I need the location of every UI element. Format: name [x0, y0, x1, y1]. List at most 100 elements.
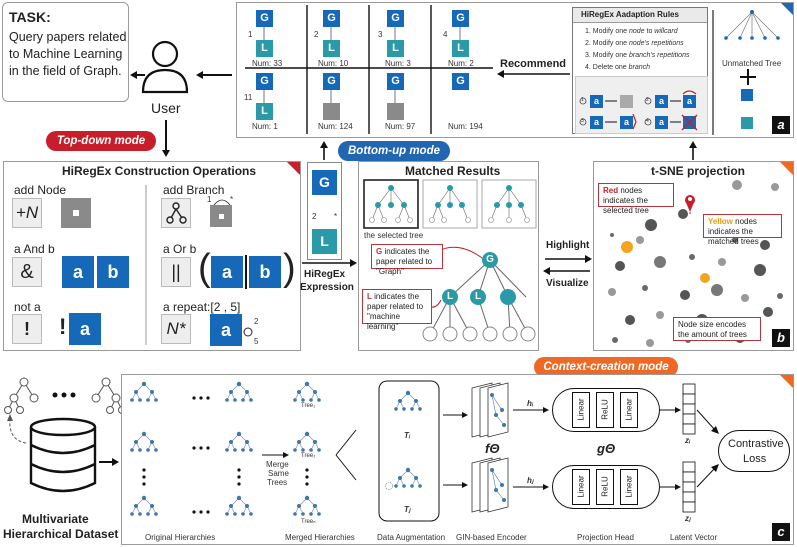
and-b-node: b: [97, 256, 129, 288]
branch-wildcard-dot: [219, 214, 224, 219]
task-line-1: Query papers related: [9, 30, 127, 44]
add-node-label: add Node: [14, 183, 67, 197]
grid-num-4: Num: 2: [448, 59, 474, 68]
panel-letter-c: c: [772, 523, 790, 541]
matched-g-node: G: [482, 252, 498, 268]
rule2-a-node-out: a: [683, 95, 696, 108]
expression-label-2: Expression: [300, 282, 354, 293]
data-augmentation-label: Data Augmentation: [377, 533, 446, 542]
rules-title: HiRegEx Aadaption Rules: [581, 10, 679, 19]
dataset-label-2: Hierarchical Dataset: [3, 527, 119, 541]
grid-num-3: Num: 3: [385, 59, 411, 68]
latent-vector-label: Latent Vector: [670, 533, 718, 542]
grid-cell-num-4: 4: [443, 30, 448, 39]
recommend-label: Recommend: [500, 58, 567, 70]
rule1-wildcard-node: [620, 95, 633, 108]
rules-title-bar: [573, 8, 707, 23]
matched-l-node-1: L: [442, 289, 458, 305]
user-icon: [141, 40, 189, 94]
expression-label-1: HiRegEx: [304, 269, 346, 280]
grid-g-node-2: G: [323, 10, 340, 27]
tsne-yellow-callout: Yellow nodes indicates the matched trees: [703, 214, 782, 246]
merge-label-2: Same: [268, 469, 289, 478]
construction-title: HiRegEx Construction Operations: [62, 164, 257, 178]
tsne-red-callout: Red nodes indicates the selected tree: [598, 183, 674, 215]
add-node-button[interactable]: +N: [12, 198, 42, 228]
not-button[interactable]: !: [12, 314, 42, 344]
context-creation-panel-c: c: [121, 374, 794, 545]
matched-results-title: Matched Results: [405, 164, 501, 178]
repeat-button[interactable]: N*: [161, 314, 191, 344]
treen-label: Treeₙ: [301, 519, 316, 525]
grid-num-2: Num: 10: [318, 59, 349, 68]
unmatched-tree-label: Unmatched Tree: [722, 59, 782, 68]
branch-num-star: *: [230, 195, 234, 204]
expression-g-node: G: [312, 170, 337, 195]
tree1-label: Tree₁: [301, 403, 316, 409]
proj-bottom-relu: [596, 469, 614, 505]
original-hierarchies-label: Original Hierarchies: [145, 533, 216, 542]
grid-cell-num-5: 11: [244, 93, 253, 102]
unmatched-g-node: [741, 89, 753, 101]
rule-1: 1. Modify one node to willcard: [585, 28, 678, 35]
proj-top-linear-2: [620, 392, 638, 428]
tree2-label: Tree₂: [301, 453, 316, 459]
hj-label: hⱼ: [527, 476, 534, 485]
or-button[interactable]: ||: [161, 257, 191, 287]
proj-top-linear-1: [572, 392, 590, 428]
tsne-title: t-SNE projection: [651, 164, 746, 178]
grid-num-1: Num: 33: [252, 59, 283, 68]
grid-l-node-2: L: [323, 40, 340, 57]
grid-l-node-1: L: [256, 40, 273, 57]
grid-num-7: Num: 97: [385, 122, 416, 131]
merge-label-3: Trees: [267, 478, 288, 487]
task-title: TASK:: [9, 9, 51, 25]
rule4-a-node: a: [655, 116, 668, 129]
projection-head-bottom: [552, 465, 660, 509]
or-label: a Or b: [163, 242, 197, 256]
or-paren-close: ): [283, 247, 296, 289]
corner-mark-red: [287, 162, 300, 175]
contrastive-loss-label-1: Contrastive: [728, 438, 784, 450]
merge-label-1: Merge: [266, 460, 289, 469]
add-branch-label: add Branch: [163, 183, 225, 197]
highlight-label: Highlight: [546, 240, 590, 251]
and-button[interactable]: &: [12, 257, 42, 287]
panel-letter-b: b: [772, 329, 790, 347]
rule-3: 3. Modify one branch's repetitions: [585, 52, 690, 59]
or-bar: [245, 255, 247, 289]
rule-op-3: 3: [581, 118, 584, 124]
grid-cell-num-3: 3: [378, 30, 383, 39]
corner-mark-orange: [780, 162, 793, 175]
or-paren-open: (: [198, 247, 211, 289]
contrastive-loss-label-2: Loss: [743, 453, 767, 465]
grid-g-node-8: G: [452, 73, 469, 90]
grid-cell-num-1: 1: [248, 30, 253, 39]
grid-g-node-6: G: [323, 73, 340, 90]
wildcard-dot: [73, 210, 79, 216]
proj-bottom-linear-2: [620, 469, 638, 505]
rule-op-1: 1: [581, 97, 584, 103]
not-symbol: !: [59, 314, 67, 339]
proj-bottom-linear-1: [572, 469, 590, 505]
or-a-node: a: [211, 256, 243, 288]
grid-num-5: Num: 1: [252, 122, 278, 131]
task-line-2: to Machine Learning: [9, 47, 123, 61]
g-theta-label: gΘ: [597, 441, 616, 456]
and-a-node: a: [62, 256, 94, 288]
not-label: not a: [14, 300, 41, 314]
projection-head-label: Projection Head: [577, 533, 634, 542]
g-callout: G indicates the paper related to "Graph": [371, 244, 443, 276]
context-creation-mode-label: Context-creation mode: [534, 357, 678, 377]
projection-head-top: [552, 388, 660, 432]
zi-label: zᵢ: [685, 436, 691, 445]
